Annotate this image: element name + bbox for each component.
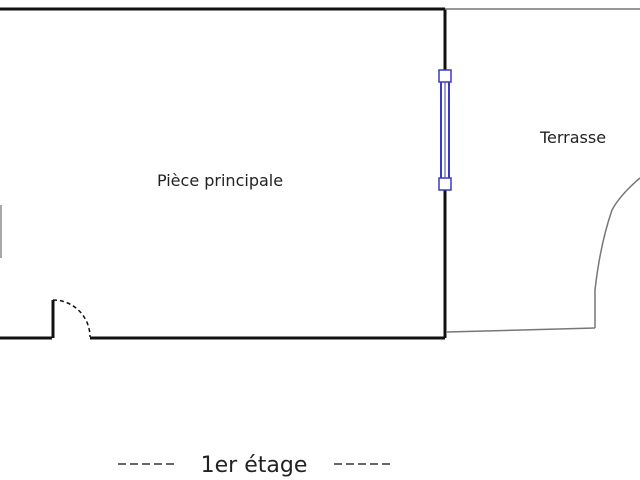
window-selected[interactable] [438, 69, 452, 191]
terrace-bottom-edge [446, 327, 596, 333]
terrace-outline [445, 8, 640, 333]
terrace-label: Terrasse [539, 128, 606, 147]
window-handle-top[interactable] [438, 69, 452, 83]
window-handle-bottom[interactable] [438, 177, 452, 191]
door-symbol [51, 299, 91, 338]
floor-caption: 1er étage [118, 453, 390, 478]
main-room-label: Pièce principale [157, 171, 283, 190]
door-swing-arc [52, 299, 91, 338]
floor-label: 1er étage [201, 453, 308, 478]
terrace-curved-edge [594, 177, 640, 328]
